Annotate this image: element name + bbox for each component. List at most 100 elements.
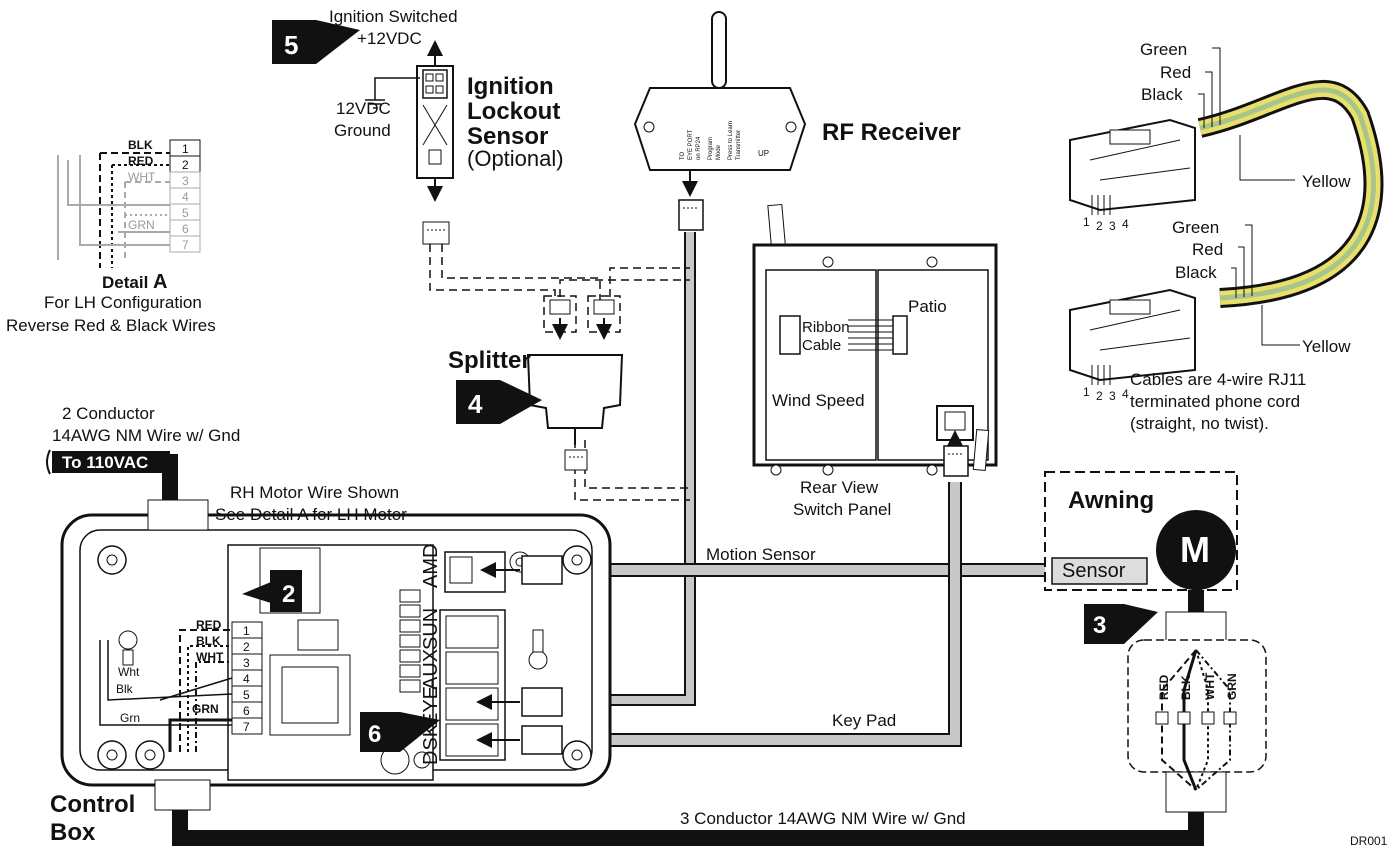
switch-panel-caption-2: Switch Panel: [793, 500, 891, 519]
port-aux-label: AUX: [420, 649, 442, 690]
cable-top-red: Red: [1160, 63, 1191, 82]
power-wire-line1: 2 Conductor: [62, 404, 155, 423]
cb-small-wht: Wht: [118, 665, 140, 679]
control-box-title-2: Box: [50, 819, 96, 846]
awning-wire-red: RED: [1157, 674, 1171, 700]
patio-label: Patio: [908, 297, 947, 316]
control-box: 1 2 3 4 5 6 7: [50, 483, 612, 846]
detail-wire-label: RED: [128, 154, 154, 168]
control-box-title-1: Control: [50, 791, 135, 818]
switch-panel-caption-1: Rear View: [800, 478, 879, 497]
power-input: To 110VAC 2 Conductor 14AWG NM Wire w/ G…: [46, 404, 240, 475]
detail-a-title: Detail A: [102, 271, 167, 293]
pin-label: 4: [1122, 217, 1129, 231]
step-4-number: 4: [468, 389, 483, 419]
sensor-title-3: Sensor: [467, 123, 548, 150]
rf-receiver: RF Receiver TO EYE PORT on RP24 Program …: [633, 11, 961, 231]
ribbon-label-2: Cable: [802, 337, 841, 354]
rf-receiver-title: RF Receiver: [822, 119, 961, 146]
awning-wire-grn: GRN: [1225, 673, 1239, 700]
splitter: Splitter: [448, 347, 624, 471]
step-flags: 5 4 2 6 3: [242, 20, 1158, 752]
step-6-flag: 6: [360, 712, 440, 752]
rf-small-label: TO: [680, 151, 686, 160]
ground-label: Ground: [334, 121, 391, 140]
rf-up-label: UP: [758, 149, 769, 158]
sensor-label: Sensor: [1062, 560, 1126, 582]
cb-terminal: 3: [243, 656, 250, 670]
cb-wire-red: RED: [196, 618, 222, 632]
cable-top-green: Green: [1140, 40, 1187, 59]
ground-voltage-label: 12VDC: [336, 99, 391, 118]
pin-label: 4: [1122, 387, 1129, 401]
motion-sensor-label: Motion Sensor: [706, 545, 816, 564]
step-3-number: 3: [1093, 612, 1106, 639]
cb-small-blk: Blk: [116, 682, 134, 696]
ignition-switched-label: Ignition Switched: [329, 7, 458, 26]
rf-small-label: Program: [708, 137, 714, 160]
step-2-flag: 2: [242, 570, 302, 612]
rf-small-label: Press to Learn: [728, 121, 734, 160]
port-sun-label: SUN: [420, 608, 442, 650]
ignition-voltage-label: +12VDC: [357, 29, 422, 48]
step-2-number: 2: [282, 581, 295, 608]
detail-terminal: 3: [182, 174, 189, 188]
sensor-optional: (Optional): [467, 146, 564, 171]
cb-terminal: 4: [243, 672, 250, 686]
bottom-wire-label: 3 Conductor 14AWG NM Wire w/ Gnd: [680, 809, 966, 828]
pin-label: 1: [1083, 215, 1090, 229]
cable-bottom-yellow: Yellow: [1302, 337, 1351, 356]
detail-a-line2: Reverse Red & Black Wires: [6, 316, 216, 335]
cb-wire-grn: GRN: [192, 702, 219, 716]
awning-wire-wht: WHT: [1203, 672, 1217, 700]
rf-small-label: EYE PORT: [688, 129, 694, 160]
pin-label: 3: [1109, 219, 1116, 233]
rf-small-label: Mode: [716, 144, 722, 160]
splitter-label: Splitter: [448, 347, 531, 374]
rf-small-label: on RP24: [696, 136, 702, 160]
awning: M Awning Sensor RED BLK WHT GRN: [1044, 471, 1267, 813]
detail-terminal: 4: [182, 190, 189, 204]
cable-note-2: terminated phone cord: [1130, 392, 1300, 411]
detail-terminal: 2: [182, 158, 189, 172]
motor-symbol: M: [1180, 529, 1210, 570]
port-dsk-label: DSK: [420, 723, 442, 765]
rj11-cables: Green Red Black Yellow Green Red Black Y…: [1069, 40, 1384, 433]
step-5-number: 5: [284, 30, 298, 60]
detail-a-line1: For LH Configuration: [44, 293, 202, 312]
detail-wire-label: WHT: [128, 170, 156, 184]
step-4-flag: 4: [456, 380, 542, 424]
detail-wire-label: GRN: [128, 218, 155, 232]
step-3-flag: 3: [1084, 604, 1158, 644]
port-eye-label: EYE: [420, 686, 442, 726]
awning-wire-blk: BLK: [1179, 675, 1193, 700]
cable-bottom-green: Green: [1172, 218, 1219, 237]
awning-title: Awning: [1068, 487, 1154, 514]
ribbon-label-1: Ribbon: [802, 319, 850, 336]
cb-terminal: 2: [243, 640, 250, 654]
detail-terminal: 5: [182, 206, 189, 220]
detail-terminal: 6: [182, 222, 189, 236]
detail-a: 1 2 3 4 5 6 7 BLK RED WHT GRN Detail A F…: [6, 138, 216, 335]
detail-terminal: 1: [182, 142, 189, 156]
pin-label: 2: [1096, 389, 1103, 403]
cb-small-grn: Grn: [120, 711, 140, 725]
pin-label: 3: [1109, 389, 1116, 403]
diagram-code: DR001: [1350, 834, 1388, 848]
detail-wire-label: BLK: [128, 138, 153, 152]
rf-small-label: Transmitter: [736, 130, 742, 160]
detail-terminal: 7: [182, 238, 189, 252]
step-5-flag: 5: [272, 20, 360, 64]
cable-top-yellow: Yellow: [1302, 172, 1351, 191]
cb-terminal: 6: [243, 704, 250, 718]
sensor-title-2: Lockout: [467, 98, 560, 125]
pin-label: 2: [1096, 219, 1103, 233]
motor-note-1: RH Motor Wire Shown: [230, 483, 399, 502]
switch-panel: Patio Ribbon Cable Wind Speed Rear View …: [752, 203, 998, 519]
cable-bottom-black: Black: [1175, 263, 1217, 282]
wind-speed-label: Wind Speed: [772, 391, 865, 410]
cb-wire-wht: WHT: [196, 650, 224, 664]
to-110vac-label: To 110VAC: [62, 453, 148, 472]
port-amd-label: AMD: [420, 544, 442, 588]
key-pad-label: Key Pad: [832, 711, 896, 730]
